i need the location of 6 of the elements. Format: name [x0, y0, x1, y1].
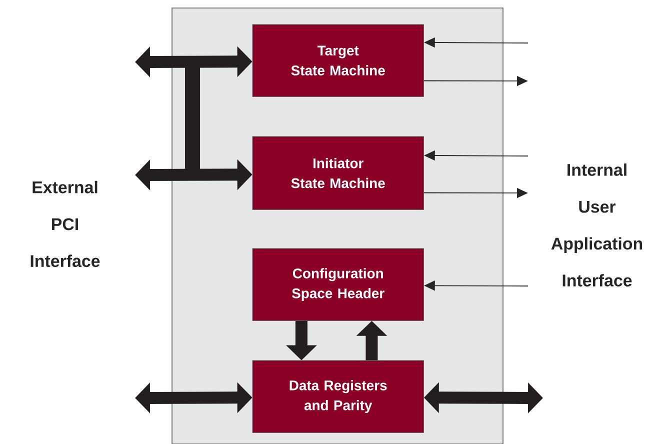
block-box: Target State Machine	[252, 24, 424, 97]
block-box: Configuration Space Header	[252, 248, 424, 321]
interface-label: External PCI Interface	[30, 180, 100, 268]
block-box: Initiator State Machine	[252, 136, 424, 210]
block-box: Data Registers and Parity	[252, 360, 424, 433]
interface-label: Internal User Application Interface	[551, 164, 642, 286]
